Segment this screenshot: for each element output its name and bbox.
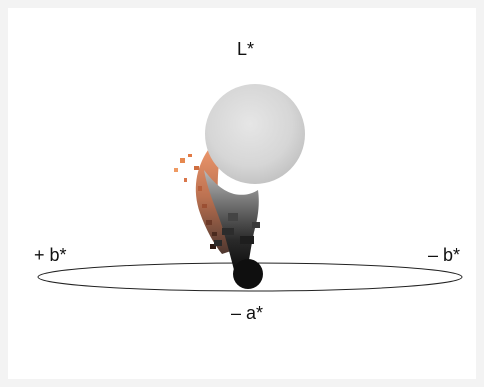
figure-panel: L* + b* – b* – a* [8,8,476,379]
l-axis-label: L* [237,39,255,59]
plus-b-axis-label: + b* [34,245,67,265]
black-point-sphere [233,259,263,289]
light-gamut-sphere [205,84,305,184]
minus-a-axis-label: – a* [231,303,264,323]
minus-b-axis-label: – b* [428,245,461,265]
neutral-gamut-body [204,170,260,270]
color-space-diagram [37,84,463,292]
